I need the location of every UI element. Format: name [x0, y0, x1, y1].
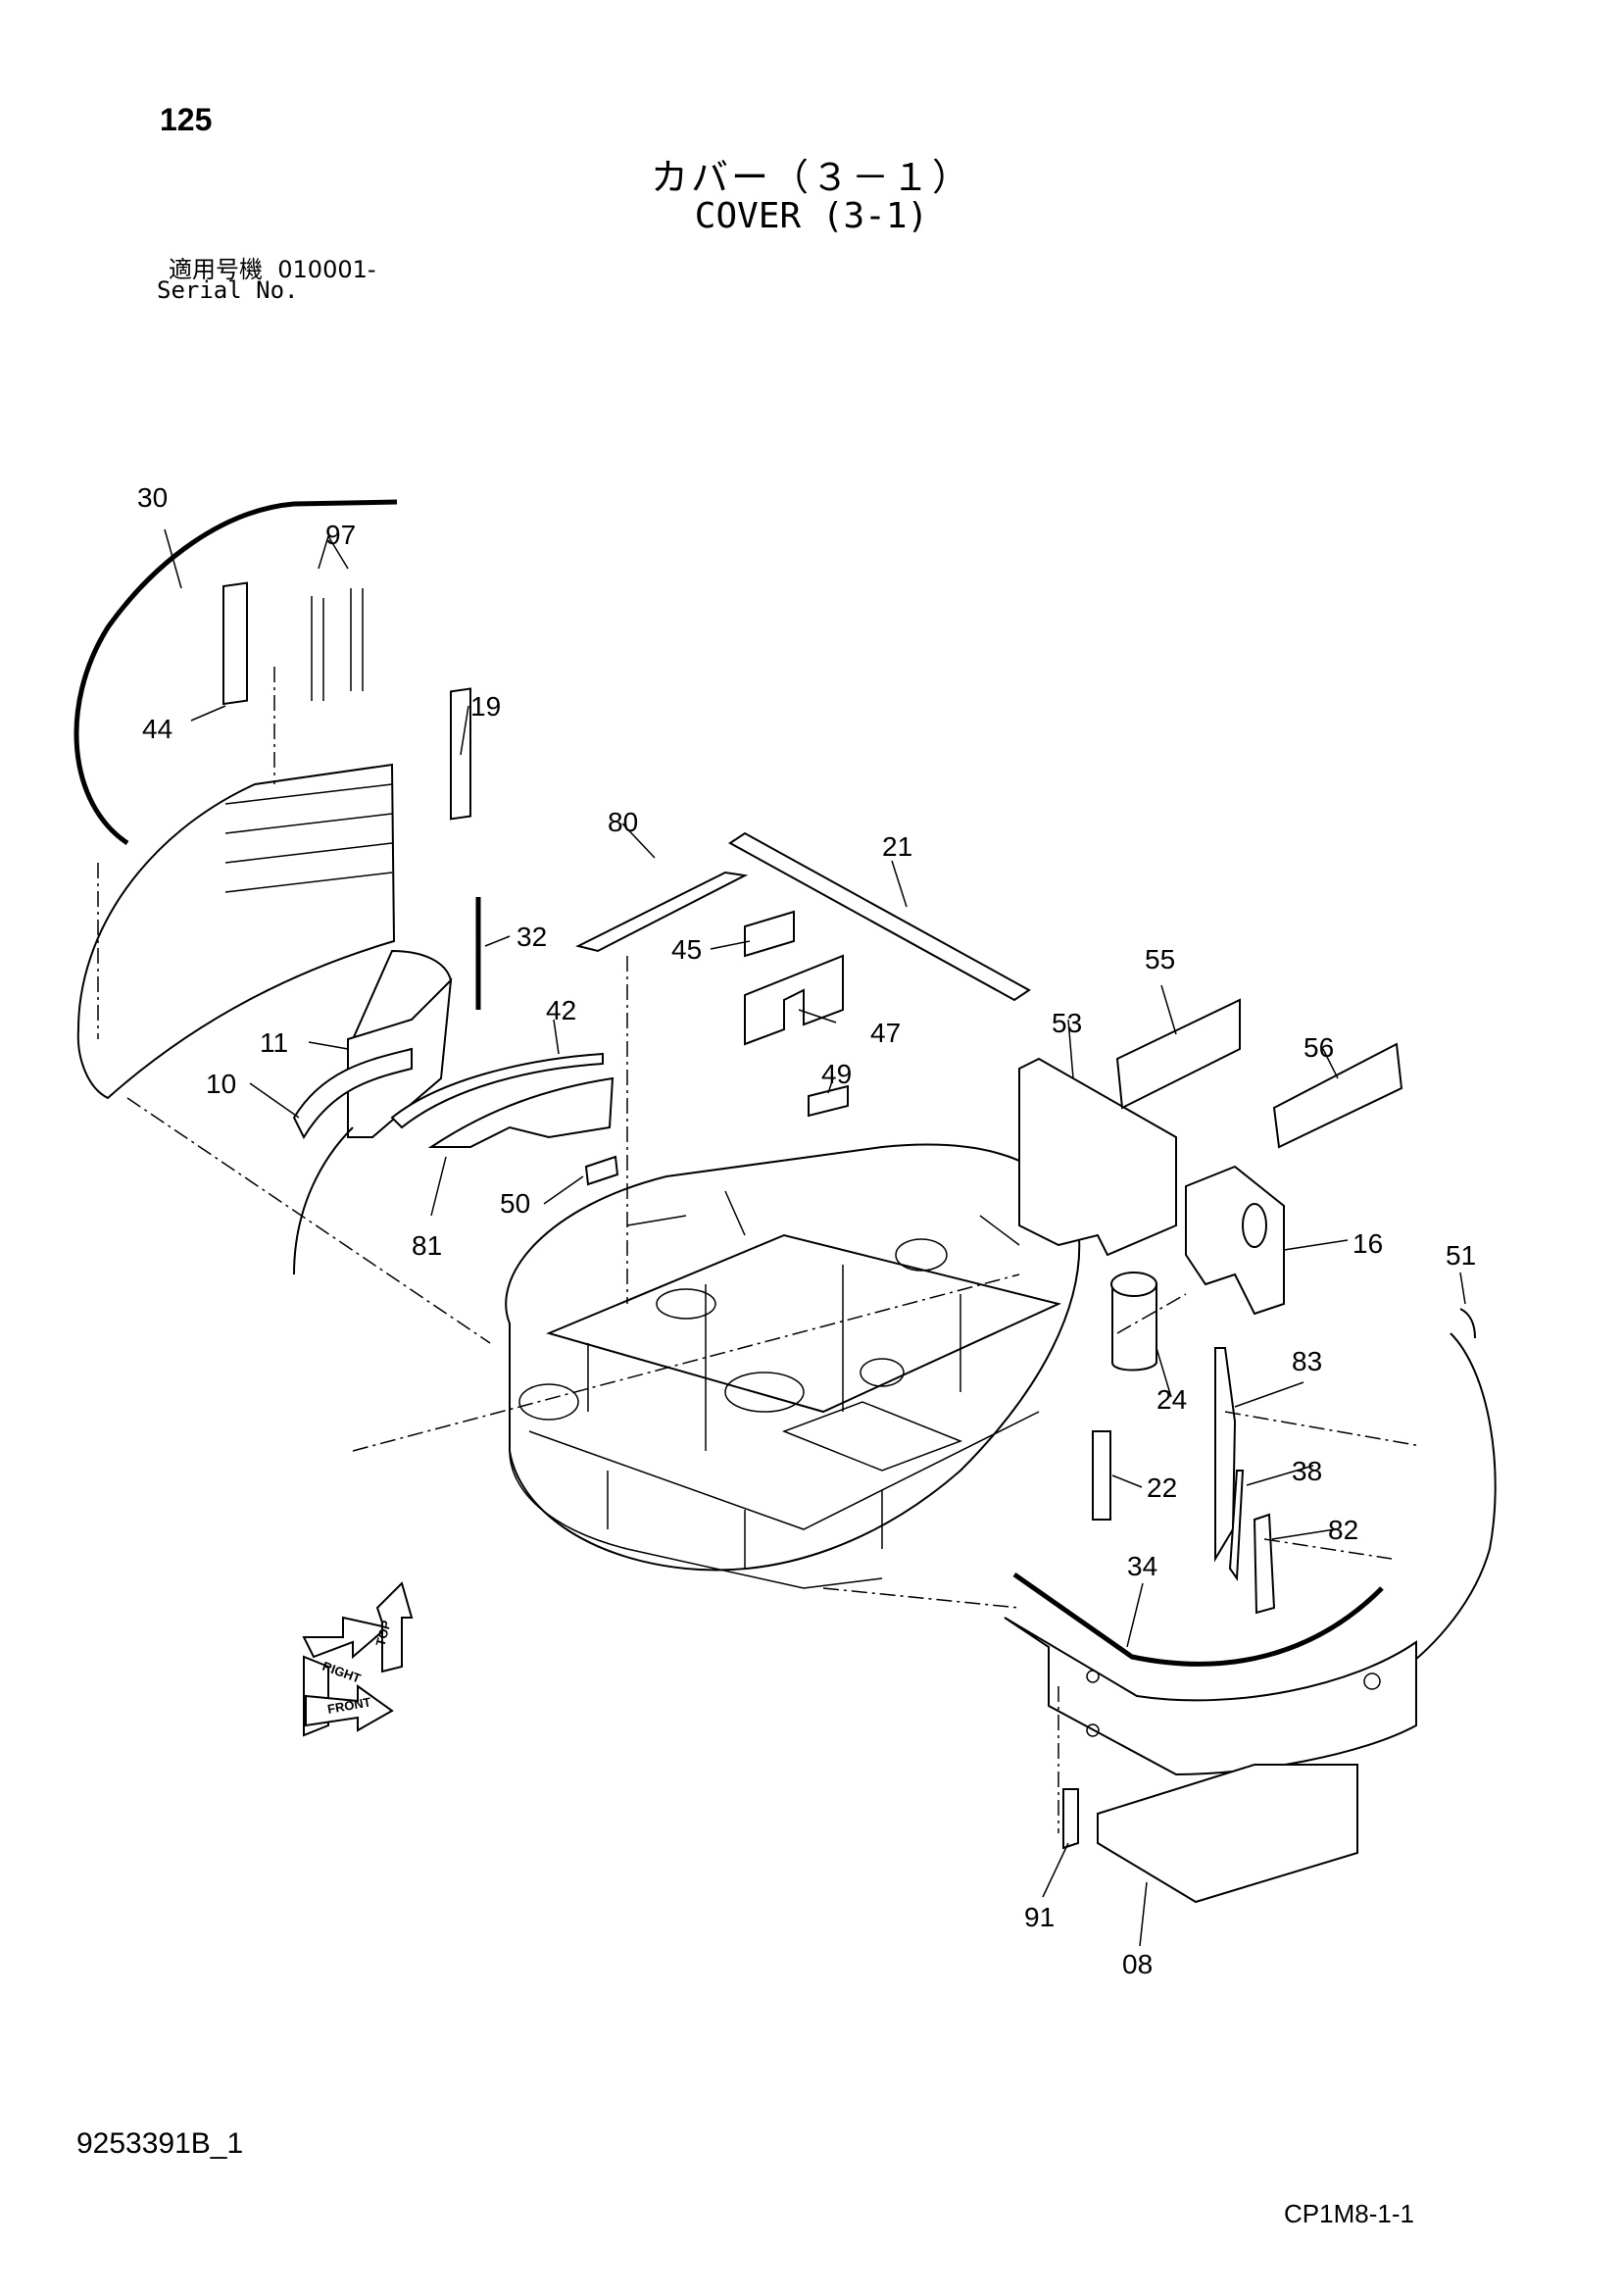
- leader-lines: [164, 528, 1466, 1947]
- page-title-japanese: カバー（３－１）: [650, 156, 972, 199]
- callout-82: 82: [1328, 1515, 1358, 1545]
- callout-22: 22: [1147, 1472, 1177, 1503]
- serial-label-english: Serial No.: [157, 276, 299, 304]
- orientation-indicator: TOP RIGHT FRONT: [302, 1581, 414, 1737]
- callout-51: 51: [1446, 1240, 1476, 1271]
- callout-50: 50: [500, 1188, 530, 1219]
- reference-code: CP1M8-1-1: [1284, 2199, 1414, 2228]
- callout-08: 08: [1122, 1949, 1153, 1979]
- callout-83: 83: [1292, 1346, 1322, 1376]
- serial-label-japanese: 適用号機: [169, 256, 263, 283]
- callout-30: 30: [137, 482, 168, 513]
- callout-42: 42: [546, 995, 576, 1025]
- document-code: 9253391B_1: [76, 2127, 244, 2160]
- serial-value: 010001-: [277, 256, 376, 283]
- left-cover-assembly: [74, 499, 615, 1275]
- callout-38: 38: [1292, 1456, 1322, 1486]
- callout-45: 45: [671, 934, 702, 965]
- callout-56: 56: [1303, 1032, 1334, 1063]
- callout-97: 97: [325, 520, 356, 550]
- callout-10: 10: [206, 1069, 236, 1099]
- callout-44: 44: [142, 714, 172, 744]
- page-title-english: COVER (3-1): [694, 196, 929, 236]
- callout-32: 32: [516, 922, 547, 952]
- projection-lines: [97, 667, 1422, 1833]
- callout-19: 19: [470, 691, 501, 722]
- callout-34: 34: [1127, 1551, 1157, 1581]
- callout-21: 21: [882, 831, 912, 862]
- callout-49: 49: [821, 1059, 852, 1089]
- callout-47: 47: [870, 1018, 901, 1048]
- callout-16: 16: [1352, 1228, 1383, 1259]
- rear-cover-assembly: [1004, 1308, 1497, 1904]
- center-parts: [575, 831, 1031, 1304]
- orientation-top-label: TOP: [372, 1619, 393, 1648]
- callout-labels: 30 97 44 19 32 11 42 10 81 80 21 45 47 4…: [137, 482, 1476, 1979]
- callout-55: 55: [1145, 944, 1175, 974]
- callout-53: 53: [1052, 1008, 1082, 1038]
- callout-24: 24: [1156, 1384, 1187, 1415]
- right-side-parts: [1018, 998, 1403, 1372]
- callout-80: 80: [608, 807, 638, 837]
- upper-frame: [505, 1143, 1081, 1589]
- callout-11: 11: [260, 1027, 288, 1058]
- callout-81: 81: [412, 1230, 442, 1261]
- serial-applicability: 適用号機 010001-: [169, 250, 376, 284]
- page-number: 125: [160, 102, 213, 137]
- callout-91: 91: [1024, 1902, 1055, 1932]
